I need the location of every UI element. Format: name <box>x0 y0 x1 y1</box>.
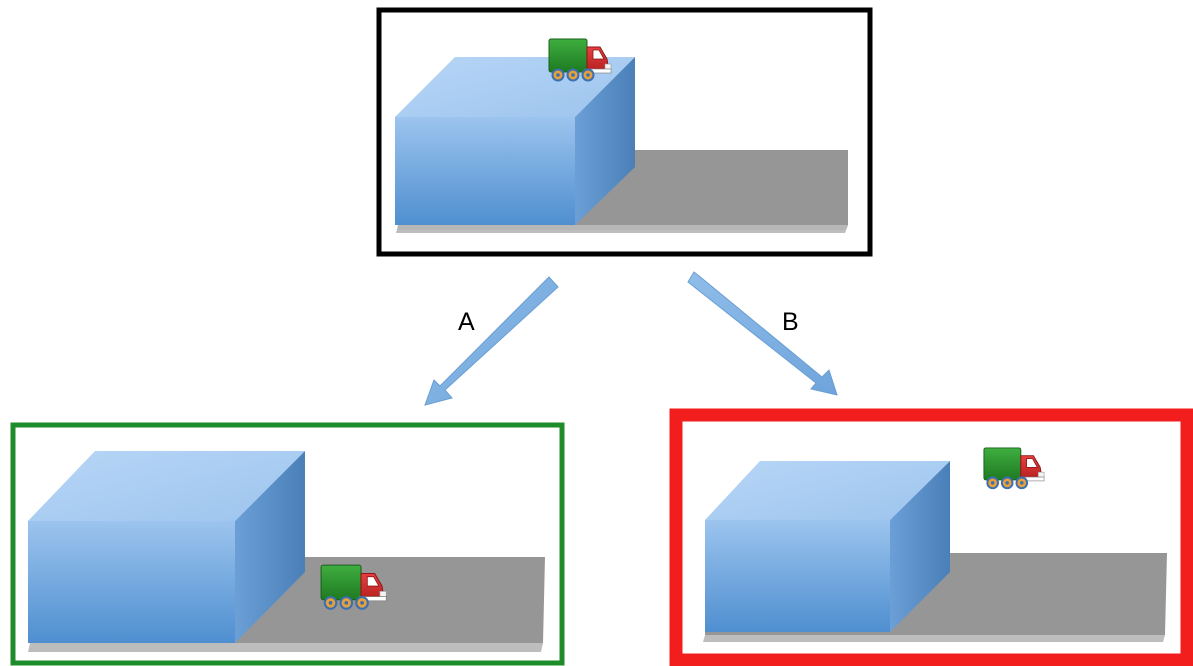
bottom-right-panel <box>669 408 1193 666</box>
arrow-a-label: A <box>458 308 475 336</box>
top-panel <box>376 7 873 257</box>
block <box>395 57 635 225</box>
ground-slab <box>28 557 545 652</box>
ground-slab <box>703 553 1167 642</box>
bottom-left-panel <box>10 422 565 666</box>
arrow-a: A <box>424 276 559 406</box>
block <box>28 451 305 643</box>
arrow-icon <box>687 271 838 396</box>
ground-slab <box>396 150 848 233</box>
arrow-b-label: B <box>782 308 799 336</box>
block <box>705 461 950 632</box>
arrow-b: B <box>687 271 838 396</box>
arrow-icon <box>424 276 559 406</box>
